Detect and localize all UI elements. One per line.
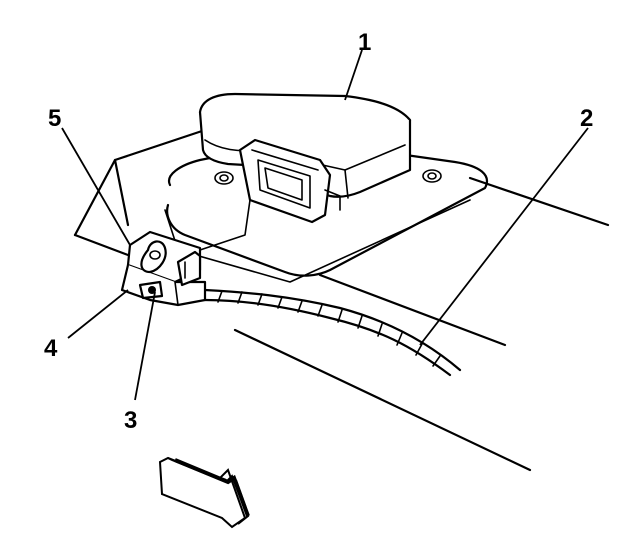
leader-2: [419, 127, 589, 346]
sensing-diagnostic-module: [198, 92, 412, 224]
mounting-bracket: [164, 138, 488, 283]
callout-2: 2: [580, 105, 593, 132]
callout-leaders: [61, 49, 589, 401]
front-direction-arrow-icon: [158, 456, 250, 529]
leader-4: [67, 289, 129, 339]
leader-1: [344, 49, 363, 101]
leader-3: [134, 291, 156, 401]
callout-labels: 1 2 3 4 5: [44, 29, 593, 434]
callout-1: 1: [358, 29, 371, 56]
leader-5: [61, 127, 131, 246]
callout-4: 4: [44, 335, 58, 362]
floor-panel: [73, 128, 610, 472]
alignment-line: [199, 199, 251, 251]
wiring-harness: [203, 288, 462, 377]
callout-3: 3: [124, 407, 137, 434]
harness-connector: [120, 230, 207, 307]
callout-5: 5: [48, 105, 61, 132]
